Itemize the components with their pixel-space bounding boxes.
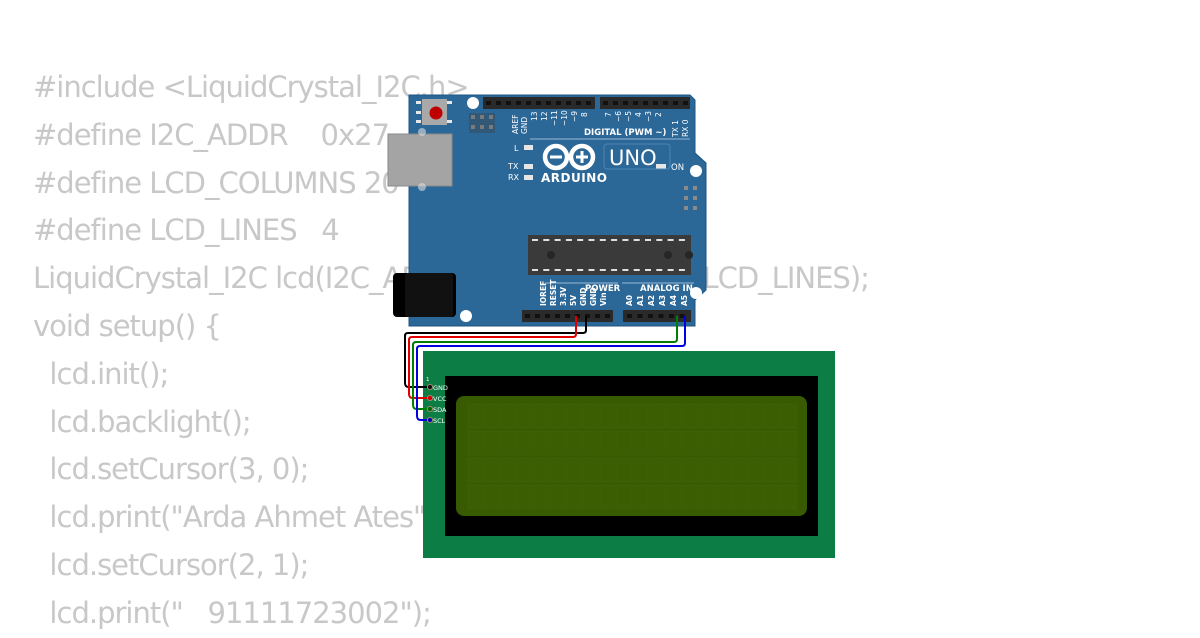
digital-label: DIGITAL (PWM ~) (584, 128, 666, 138)
svg-text:~10: ~10 (560, 110, 569, 126)
svg-text:SCL: SCL (433, 417, 446, 425)
analog-label: ANALOG IN (640, 284, 693, 294)
wire-gnd (404, 316, 587, 388)
wire-vcc (408, 316, 577, 399)
digital-header-pins (486, 101, 688, 105)
model-label: UNO (609, 146, 657, 170)
code-line: #define LCD_COLUMNS 20 (33, 165, 400, 200)
analog-header[interactable] (623, 310, 691, 322)
svg-text:RX: RX (508, 173, 520, 182)
bottom-header-pins (525, 314, 685, 318)
svg-text:ON: ON (671, 163, 684, 173)
svg-text:A0: A0 (625, 295, 634, 306)
reset-button[interactable] (416, 99, 452, 125)
wires[interactable] (404, 316, 686, 421)
code-line: #define LCD_LINES 4 (33, 213, 340, 248)
svg-text:A2: A2 (647, 295, 656, 306)
svg-text:TX: TX (507, 162, 519, 171)
svg-text:7: 7 (604, 112, 613, 117)
svg-text:GND: GND (579, 287, 588, 306)
svg-text:Vin: Vin (599, 292, 608, 306)
svg-text:VCC: VCC (433, 395, 447, 403)
svg-text:TX 1: TX 1 (671, 120, 680, 138)
icsp-header-top (469, 113, 495, 133)
code-line: lcd.backlight(); (33, 404, 251, 439)
code-line: void setup() { (33, 308, 222, 343)
status-leds: L TX RX ON (507, 144, 684, 182)
svg-text:L: L (514, 144, 519, 153)
svg-text:~3: ~3 (644, 111, 653, 122)
svg-text:AREF: AREF (511, 115, 520, 134)
model-box (603, 143, 671, 170)
lcd-pin-labels: GND VCC SDA SCL (433, 384, 448, 425)
mount-hole-icon (418, 183, 426, 191)
svg-text:~11: ~11 (550, 110, 559, 126)
analog-pin-labels: A0 A1 A2 A3 A4 A5 (625, 295, 689, 306)
svg-text:~6: ~6 (614, 111, 623, 122)
svg-text:13: 13 (530, 111, 539, 121)
code-line: lcd.init(); (33, 356, 169, 391)
svg-text:8: 8 (580, 112, 589, 117)
code-line: lcd.setCursor(2, 1); (33, 547, 309, 582)
svg-text:2: 2 (654, 112, 663, 117)
power-pin-labels: IOREF RESET 3.3V 5V GND GND Vin (539, 279, 608, 306)
icsp-header-right (684, 186, 697, 210)
svg-text:3.3V: 3.3V (559, 287, 568, 306)
mount-hole-icon (460, 310, 472, 322)
svg-text:A3: A3 (658, 295, 667, 306)
svg-text:12: 12 (540, 111, 549, 121)
wire-scl (416, 316, 686, 421)
pin-index-label: 1 (426, 377, 430, 383)
wire-sda (412, 316, 678, 410)
svg-text:A5: A5 (680, 295, 689, 306)
svg-text:A1: A1 (636, 295, 645, 306)
svg-text:~5: ~5 (624, 111, 633, 122)
code-line: #define I2C_ADDR 0x27 (33, 117, 390, 152)
atmega-chip (528, 235, 693, 275)
mount-hole-icon (418, 128, 426, 136)
svg-text:4: 4 (634, 112, 643, 117)
svg-text:RESET: RESET (549, 279, 558, 306)
brand-label: ARDUINO (541, 171, 607, 185)
mount-hole-icon (467, 97, 479, 109)
lcd-i2c-module[interactable]: 1 GND VCC SDA SCL (423, 351, 835, 558)
lcd-pin-connectors[interactable] (426, 383, 434, 424)
svg-text:GND: GND (433, 384, 448, 392)
svg-text:RX 0: RX 0 (681, 119, 690, 137)
digital-pin-labels: AREF GND 13 12 ~11 ~10 ~9 8 7 ~6 ~5 4 ~3… (511, 110, 690, 138)
mount-hole-icon (690, 287, 702, 299)
svg-text:GND: GND (520, 117, 529, 134)
svg-text:~9: ~9 (570, 111, 579, 122)
svg-text:GND: GND (589, 287, 598, 306)
usb-port-icon (387, 133, 453, 187)
svg-text:SDA: SDA (433, 406, 447, 414)
lcd-character-grid (467, 403, 797, 510)
svg-text:5V: 5V (569, 295, 578, 306)
code-line: lcd.setCursor(3, 0); (33, 452, 309, 487)
power-label: POWER (585, 284, 621, 294)
arduino-logo-icon (542, 143, 596, 171)
svg-text:IOREF: IOREF (539, 281, 548, 306)
code-line: lcd.print(" 91111723002"); (33, 595, 431, 630)
arduino-uno-board[interactable]: AREF GND 13 12 ~11 ~10 ~9 8 7 ~6 ~5 4 ~3… (387, 94, 707, 327)
mount-hole-icon (690, 165, 702, 177)
svg-text:A4: A4 (669, 295, 678, 306)
power-jack-body (405, 273, 453, 317)
